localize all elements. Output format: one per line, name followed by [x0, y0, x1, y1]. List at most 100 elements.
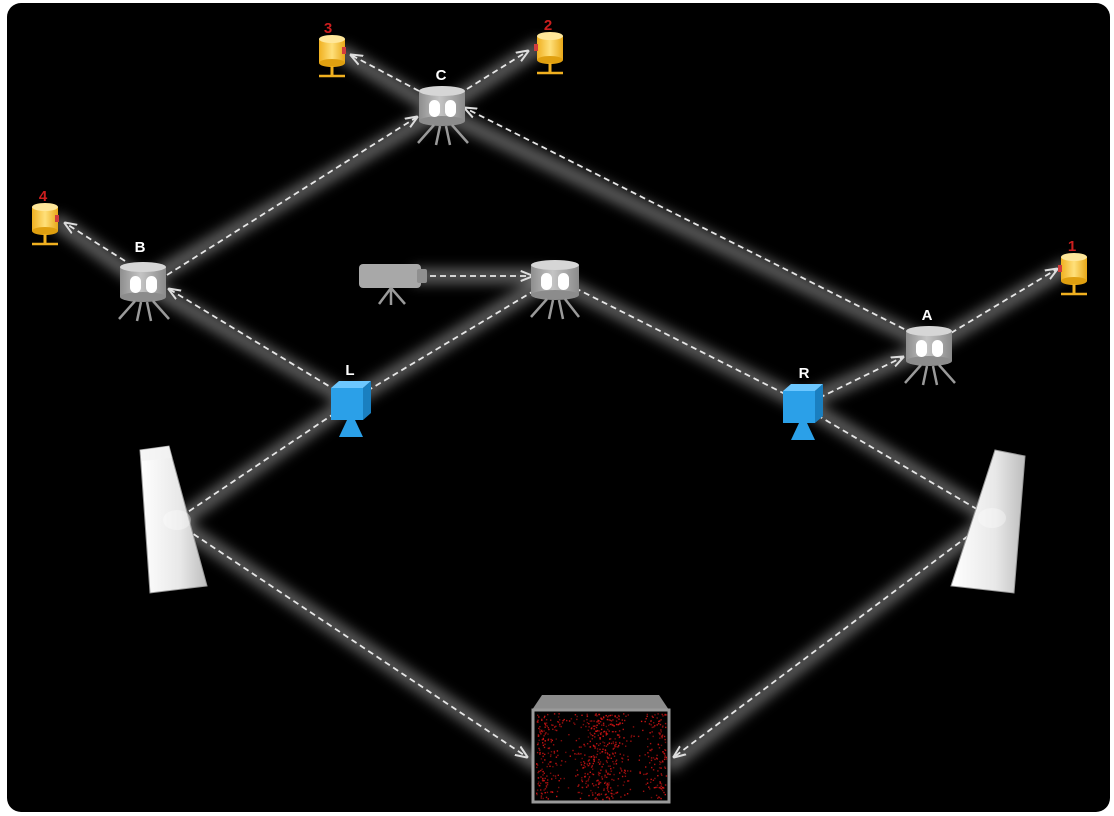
noise-dot [652, 769, 655, 771]
noise-dot [663, 791, 665, 794]
noise-dot [617, 778, 620, 780]
noise-dot [588, 723, 590, 725]
noise-dot [595, 730, 598, 732]
noise-dot [656, 784, 659, 786]
noise-dot [662, 725, 664, 727]
noise-dot [544, 715, 546, 718]
noise-dot [650, 720, 652, 722]
noise-dot [652, 779, 655, 781]
noise-dot [656, 786, 658, 788]
noise-dot [602, 763, 604, 765]
noise-dot [603, 724, 605, 726]
noise-dot [611, 789, 613, 792]
noise-dot [618, 715, 620, 718]
noise-dot [609, 719, 611, 721]
noise-dot [659, 781, 662, 783]
noise-dot [550, 738, 552, 741]
noise-dot [584, 776, 586, 778]
noise-dot [651, 726, 653, 729]
noise-dot [598, 793, 600, 795]
noise-dot [657, 713, 659, 715]
beam-c-to-detector-2 [466, 51, 528, 90]
noise-dot [647, 738, 649, 740]
noise-dot [656, 724, 658, 726]
noise-dot [549, 765, 551, 767]
noise-dot [596, 780, 598, 782]
noise-dot [581, 777, 583, 779]
noise-dot [646, 782, 649, 784]
noise-dot [593, 728, 595, 730]
noise-dot [664, 767, 667, 769]
noise-dot [613, 773, 615, 776]
noise-dot [550, 791, 552, 793]
noise-dot [660, 731, 662, 733]
noise-dot [664, 738, 666, 741]
noise-dot [615, 759, 618, 761]
beam-camera-l-to-splitter [366, 282, 548, 392]
noise-dot [658, 786, 660, 789]
noise-dot [544, 777, 546, 780]
noise-dot [560, 764, 562, 766]
noise-dot [588, 794, 590, 797]
noise-dot [603, 731, 605, 733]
noise-dot [536, 792, 538, 794]
noise-dot [615, 720, 618, 722]
noise-dot [604, 752, 607, 754]
noise-dot [593, 760, 595, 763]
noise-dot [580, 761, 582, 764]
noise-dot [664, 766, 666, 768]
noise-dot [576, 715, 578, 718]
noise-dot [616, 716, 618, 719]
noise-dot [542, 755, 544, 757]
noise-dot [603, 745, 606, 747]
noise-dot [645, 718, 647, 720]
noise-dot [590, 756, 592, 758]
noise-dot [544, 759, 546, 761]
interference-pattern [536, 713, 668, 801]
noise-dot [583, 764, 585, 766]
noise-dot [546, 725, 548, 727]
noise-dot [618, 734, 620, 736]
noise-dot [541, 739, 543, 741]
noise-dot [605, 769, 607, 771]
noise-dot [664, 749, 666, 751]
noise-dot [536, 766, 538, 769]
noise-dot [618, 744, 620, 747]
noise-dot [612, 742, 615, 745]
noise-dot [563, 718, 565, 721]
noise-dot [605, 725, 608, 728]
noise-dot [607, 772, 609, 774]
noise-dot [597, 773, 600, 775]
noise-dot [659, 787, 662, 789]
noise-dot [607, 773, 609, 775]
noise-dot [598, 794, 601, 796]
noise-dot [615, 723, 618, 726]
noise-dot [658, 767, 661, 769]
noise-dot [542, 797, 544, 800]
noise-dot [613, 779, 615, 781]
noise-dot [621, 770, 623, 772]
noise-dot [602, 741, 604, 743]
noise-dot [596, 748, 599, 750]
noise-dot [537, 783, 539, 785]
noise-dot [591, 738, 593, 740]
noise-dot [572, 749, 574, 752]
noise-dot [599, 763, 601, 765]
noise-dot [540, 733, 542, 735]
noise-dot [612, 748, 614, 750]
noise-dot [540, 776, 542, 778]
beam-splitter-icon [118, 262, 170, 322]
noise-dot [643, 773, 645, 776]
noise-dot [608, 797, 610, 799]
noise-dot [552, 724, 554, 726]
noise-dot [595, 713, 597, 715]
noise-dot [612, 760, 614, 763]
noise-dot [600, 793, 603, 795]
noise-dot [662, 751, 664, 753]
noise-dot [538, 747, 540, 750]
noise-dot [647, 746, 649, 748]
noise-dot [588, 759, 590, 761]
noise-dot [623, 771, 625, 774]
noise-dot [547, 752, 550, 754]
noise-dot [610, 770, 612, 772]
